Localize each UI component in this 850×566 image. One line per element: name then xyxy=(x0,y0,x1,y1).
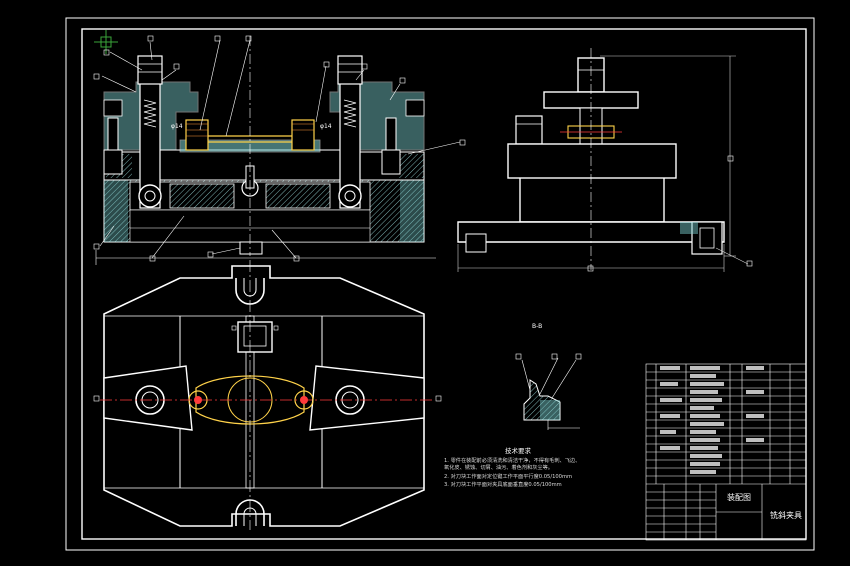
parts-list-entries xyxy=(660,366,764,474)
dimension-label-right: φ14 xyxy=(320,123,332,130)
crosshair-cursor-icon xyxy=(94,30,118,54)
title-block-product-name: 铣斜夹具 xyxy=(770,511,802,520)
detail-section-bb xyxy=(515,353,582,430)
side-view xyxy=(457,48,753,272)
tech-requirement-line-1: 1. 零件在装配前必须清洗和清洁干净，不得有毛刺、飞边、 xyxy=(444,458,581,464)
tech-requirement-line-4: 3. 对刀块工作平面对夹具底面垂直度0.05/100mm xyxy=(444,482,562,488)
inner-frame xyxy=(81,28,807,540)
front-section-view xyxy=(93,35,466,265)
parts-list-table xyxy=(645,363,807,541)
outer-frame xyxy=(65,17,815,551)
tech-requirements-title: 技术要求 xyxy=(505,447,531,455)
tech-requirement-line-3: 2. 对刀块工作面对定位键工作平面平行度0.05/100mm xyxy=(444,474,573,480)
tech-requirement-line-2: 氧化皮、锈蚀、切屑、油污、着色剂和灰尘等。 xyxy=(444,465,553,471)
title-block-drawing-name: 装配图 xyxy=(727,493,751,502)
section-label: B-B xyxy=(532,323,543,330)
top-plan-view xyxy=(93,260,442,530)
dimension-label-left: φ14 xyxy=(171,123,183,130)
